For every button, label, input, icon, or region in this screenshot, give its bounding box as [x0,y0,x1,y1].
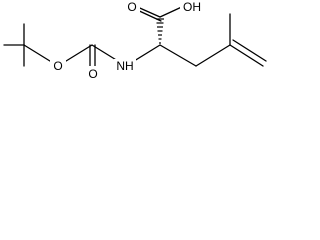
terminal-alkene-bond-a [229,44,264,67]
carboxyl-oxygen-label: O [127,0,136,14]
stereo-hashed-wedge [156,18,164,44]
terminal-alkene-bond-b [232,39,267,62]
alpha-to-beta-carbon-bond [159,44,197,67]
amide-nh-label: NH [116,59,133,73]
tert-butyl-group [3,23,59,67]
carboxyl-hydroxyl-label: OH [183,0,201,14]
chemical-structure: O O NH O OH [3,0,267,81]
carbamate-carbonyl-oxygen-label: O [88,67,97,81]
backbone [125,13,267,67]
beta-to-vinylic-carbon-bond [195,44,231,67]
carbamate-ether-oxygen-label: O [53,59,62,73]
